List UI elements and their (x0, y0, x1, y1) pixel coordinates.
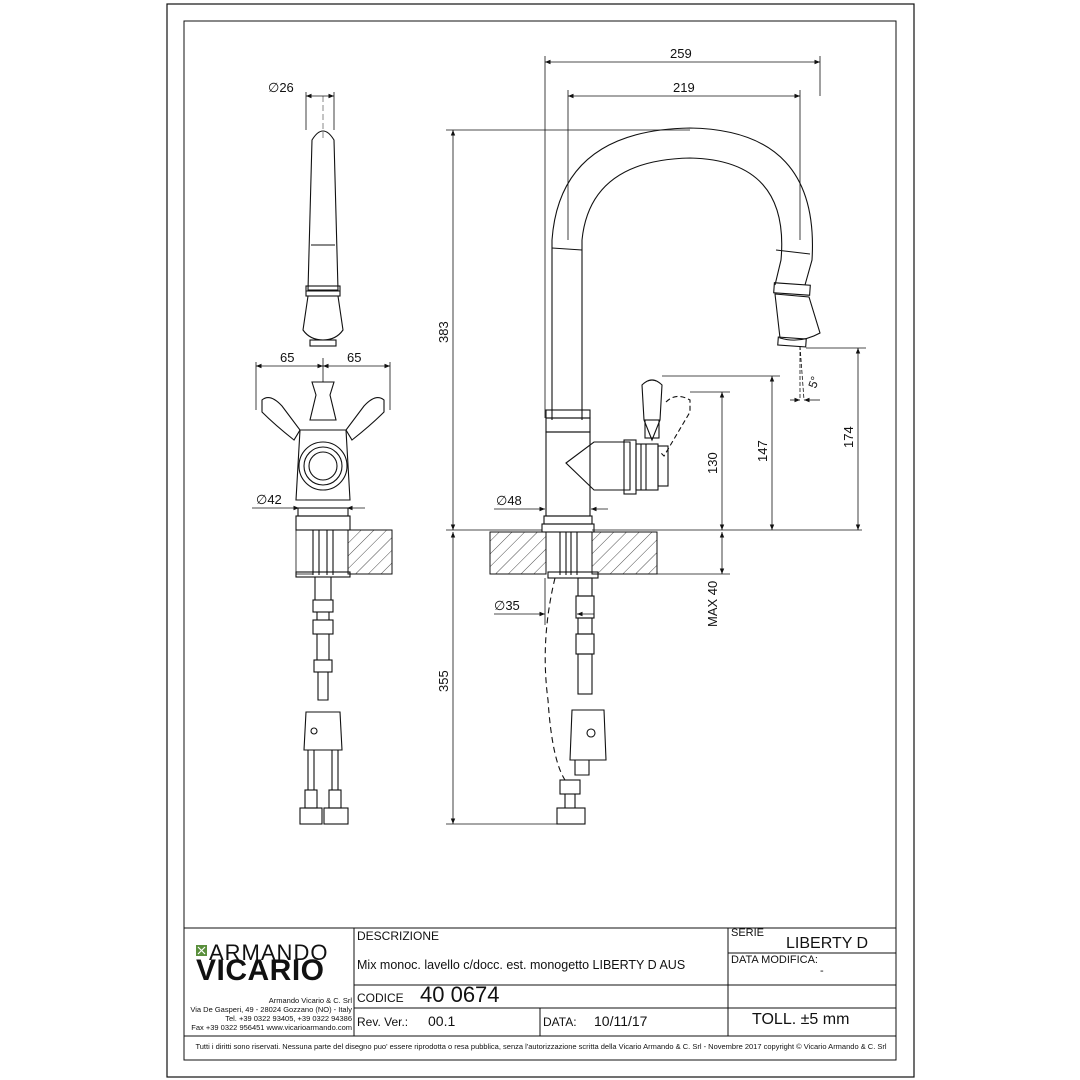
data-modifica-label: DATA MODIFICA: (731, 954, 818, 966)
dim-side-below-deck: 355 (436, 670, 451, 692)
company-tel: Tel. +39 0322 93405, +39 0322 94386 (225, 1014, 352, 1023)
rev-label: Rev. Ver.: (357, 1015, 409, 1029)
dim-side-handle-axis: 130 (705, 452, 720, 474)
inner-border (183, 20, 897, 1061)
logo-mark-icon (196, 945, 207, 956)
dim-side-body-diameter: ∅48 (496, 493, 522, 508)
dim-side-lever-height: 147 (755, 440, 770, 462)
company-name: Armando Vicario & C. Srl (268, 996, 352, 1005)
tolerance-value: TOLL. ±5 mm (752, 1011, 850, 1028)
dim-side-spout-reach: 219 (673, 80, 695, 95)
descrizione-value: Mix monoc. lavello c/docc. est. monogett… (357, 958, 686, 972)
serie-value: LIBERTY D (786, 935, 869, 952)
company-address: Via De Gasperi, 49 - 28024 Gozzano (NO) … (190, 1005, 352, 1014)
dim-side-height: 383 (436, 321, 451, 343)
dim-side-hose-diameter: ∅35 (494, 598, 520, 613)
descrizione-label: DESCRIZIONE (357, 929, 440, 943)
dim-side-total-reach: 259 (670, 46, 692, 61)
outer-border (166, 3, 915, 1078)
side-view (541, 127, 821, 825)
front-view (261, 130, 385, 825)
logo-armando: ARMANDO (209, 940, 329, 965)
dim-front-spout-diameter: ∅26 (268, 80, 294, 95)
front-deck-section (347, 529, 393, 575)
company-fax: Fax +39 0322 956451 www.vicarioarmando.c… (191, 1023, 352, 1032)
data-modifica-value: - (820, 965, 824, 977)
data-label: DATA: (543, 1015, 577, 1029)
serie-label: SERIE (731, 927, 765, 939)
logo-vicario: VICARIO (196, 954, 325, 987)
dim-front-body-diameter: ∅42 (256, 492, 282, 507)
dim-side-outlet-height: 174 (841, 426, 856, 448)
side-deck-left (489, 531, 547, 575)
dim-front-right-handle: 65 (347, 350, 361, 365)
dim-side-angle: 5° (805, 374, 822, 390)
rev-value: 00.1 (428, 1013, 456, 1029)
codice-value: 40 0674 (420, 982, 500, 1007)
title-block-grid (183, 927, 897, 1037)
data-value: 10/11/17 (594, 1013, 648, 1029)
dim-side-max-deck: MAX 40 (705, 581, 720, 627)
dim-front-left-handle: 65 (280, 350, 294, 365)
company-block: Armando Vicario & C. Srl Via De Gasperi,… (186, 996, 352, 1032)
codice-label: CODICE (357, 991, 404, 1005)
side-deck-right (591, 531, 658, 575)
copyright-notice: Tutti i diritti sono riservati. Nessuna … (195, 1042, 887, 1051)
